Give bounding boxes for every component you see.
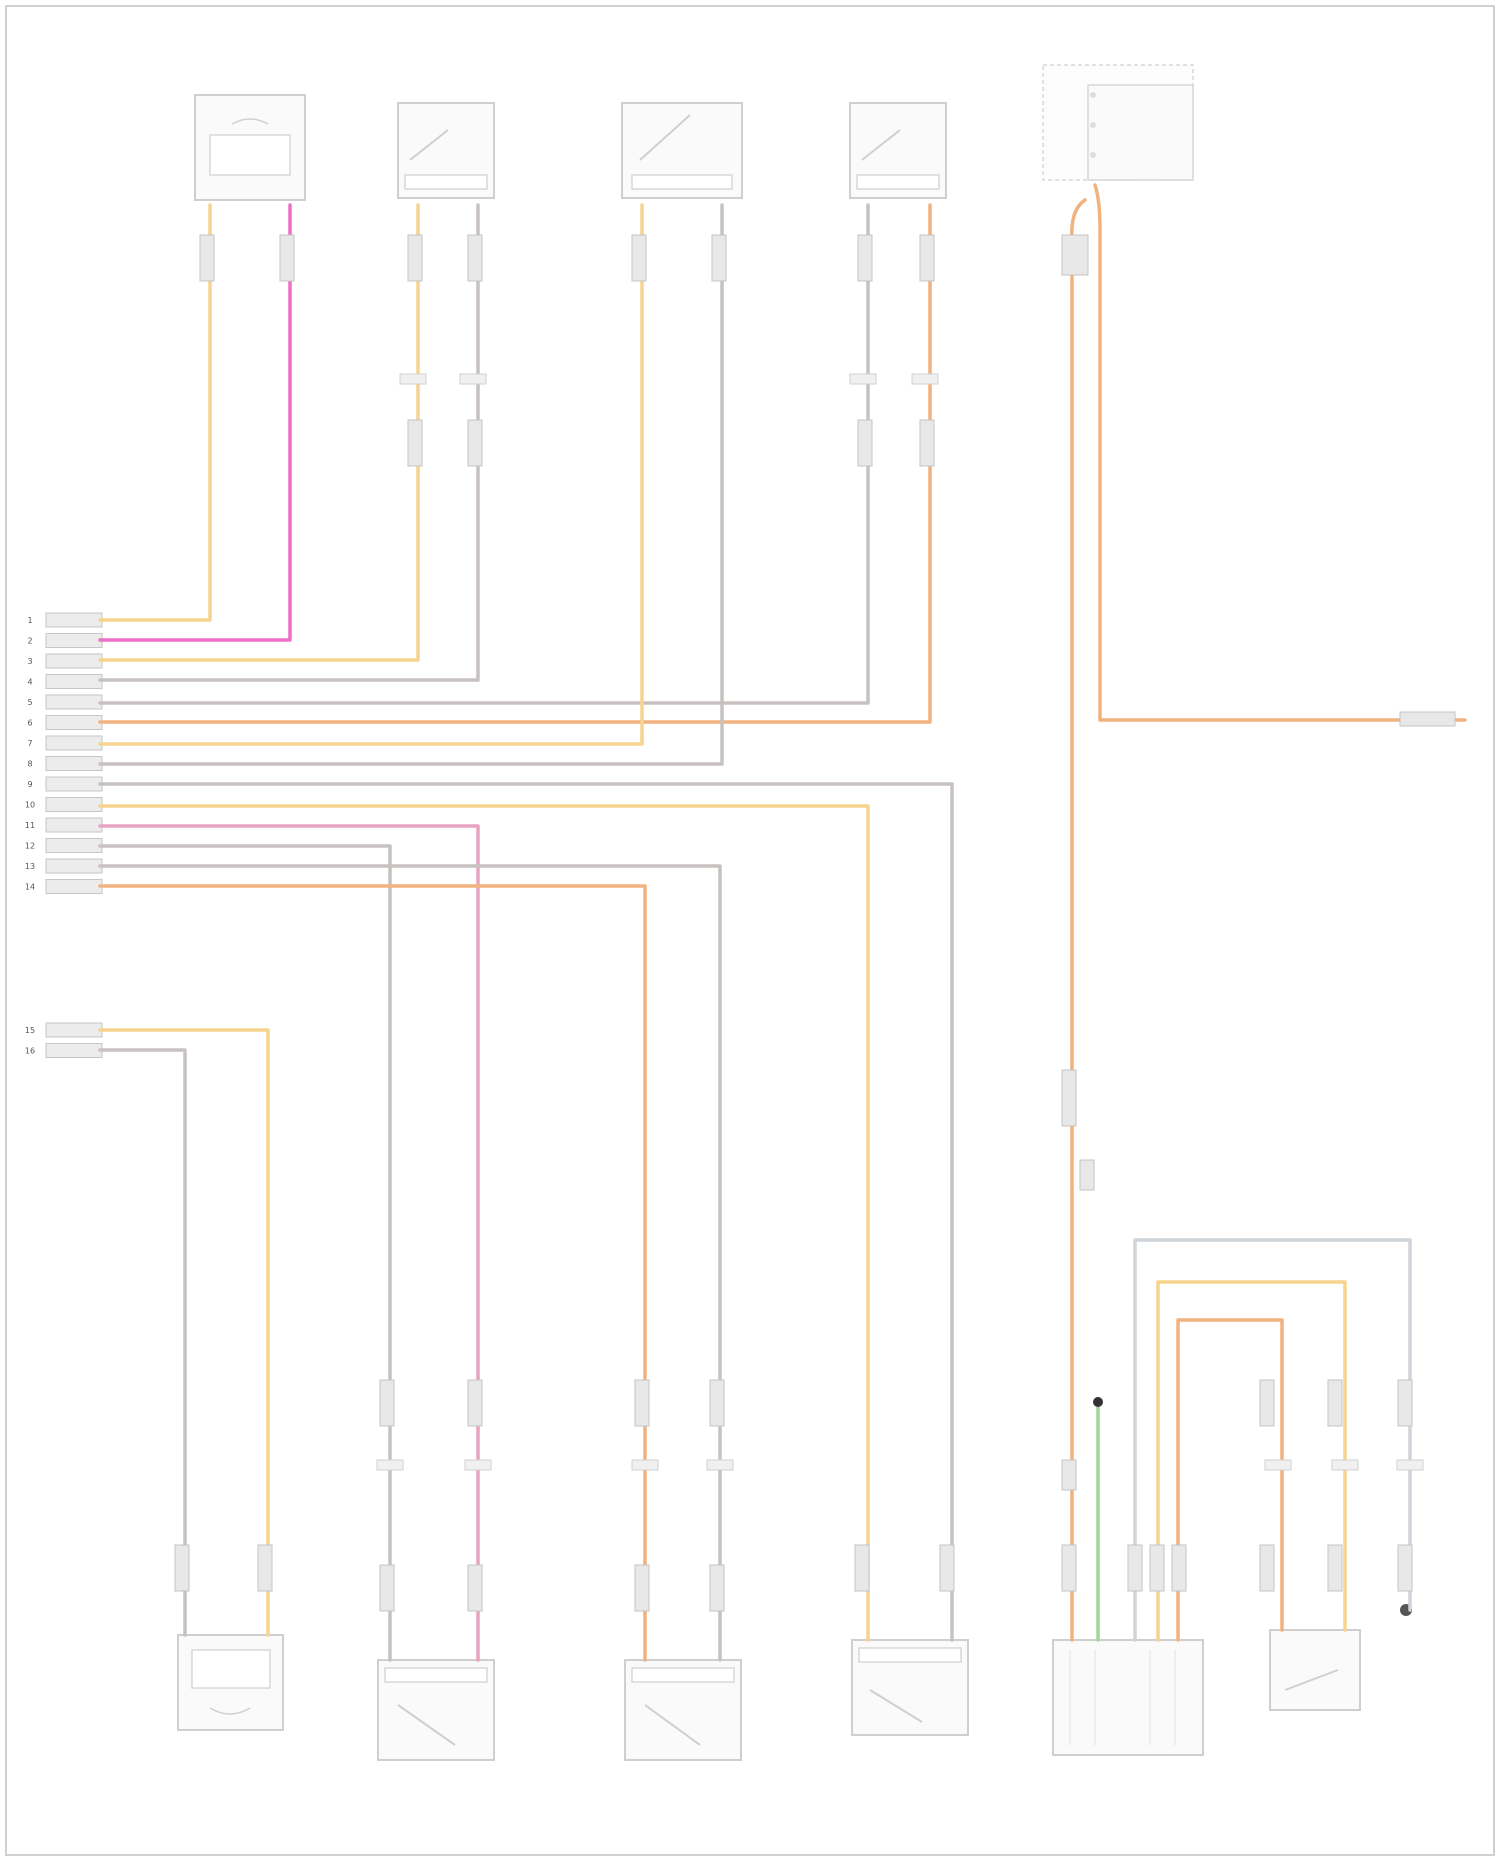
connector-cavity [46, 859, 102, 873]
splice-row-bottom [377, 1460, 1423, 1470]
connector-cavity [46, 736, 102, 750]
pin-number: 13 [25, 862, 35, 871]
pin-number: 12 [25, 842, 35, 851]
component-passenger-belt-retractor-pretensioner [178, 1635, 283, 1730]
connector-cavity [46, 634, 102, 648]
pin-number: 8 [27, 760, 32, 769]
component-left-rear-side-impact-sensor [378, 1660, 494, 1760]
wire-pin7 [100, 205, 642, 744]
inline-connectors [377, 374, 1423, 1470]
pin-number: 10 [25, 801, 35, 810]
wire-tags [175, 235, 1455, 1611]
wire-fuse-right [1095, 185, 1465, 720]
pin-number: 9 [27, 780, 32, 789]
component-seat-belt-sensor [1270, 1630, 1360, 1710]
connector-cavity [46, 798, 102, 812]
connector-cavity [46, 675, 102, 689]
component-right-rear-side-impact-sensor [625, 1660, 741, 1760]
connector-cavity [46, 1044, 102, 1058]
wire-pin3 [100, 205, 418, 660]
connector-cavity [46, 880, 102, 894]
connector-cavity [46, 818, 102, 832]
pin-number: 15 [25, 1026, 35, 1035]
wire-pin14 [100, 886, 645, 1660]
wire-pin10 [100, 806, 868, 1640]
wire-pin5 [100, 205, 868, 703]
component-left-front-impact-sensor [622, 103, 742, 198]
component-right-front-side-impact-sensor [850, 103, 946, 198]
wire-pin2 [100, 205, 290, 640]
splice-row-top [400, 374, 938, 384]
wire-pin1 [100, 205, 210, 620]
component-right-front-impact-sensor [852, 1640, 968, 1735]
connector-cavity [46, 777, 102, 791]
connector-cavity [46, 695, 102, 709]
wire-module-c [1178, 1320, 1282, 1640]
wire-pin9 [100, 784, 952, 1640]
pin-number: 1 [27, 616, 32, 625]
pin-number: 16 [25, 1047, 35, 1056]
fuse-block [1043, 65, 1193, 180]
component-passenger-presence-module [1053, 1640, 1203, 1755]
connector-cavity [46, 839, 102, 853]
wire-pin16 [100, 1050, 185, 1635]
connector-cavity [46, 654, 102, 668]
connector-cavity [46, 757, 102, 771]
pin-number: 3 [27, 657, 32, 666]
wire-pin11 [100, 826, 478, 1660]
connector-cavity [46, 716, 102, 730]
component-left-front-side-sensor [195, 95, 305, 200]
pin-number: 4 [27, 678, 32, 687]
wire-pin12 [100, 846, 390, 1660]
pin-number: 5 [27, 698, 32, 707]
wire-group [100, 185, 1465, 1660]
wire-pin13 [100, 866, 720, 1660]
wire-fuse-main [1072, 200, 1085, 1640]
pin-number: 2 [27, 637, 32, 646]
connector-cavity [46, 613, 102, 627]
splice-dot [1093, 1397, 1103, 1407]
pin-number: 11 [25, 821, 35, 830]
component-right-front-door-impact-sensor [398, 103, 494, 198]
pin-number: 14 [25, 883, 35, 892]
connector-cavity [46, 1023, 102, 1037]
pin-number: 6 [27, 719, 32, 728]
wire-pin6 [100, 205, 930, 722]
pin-number: 7 [27, 739, 32, 748]
